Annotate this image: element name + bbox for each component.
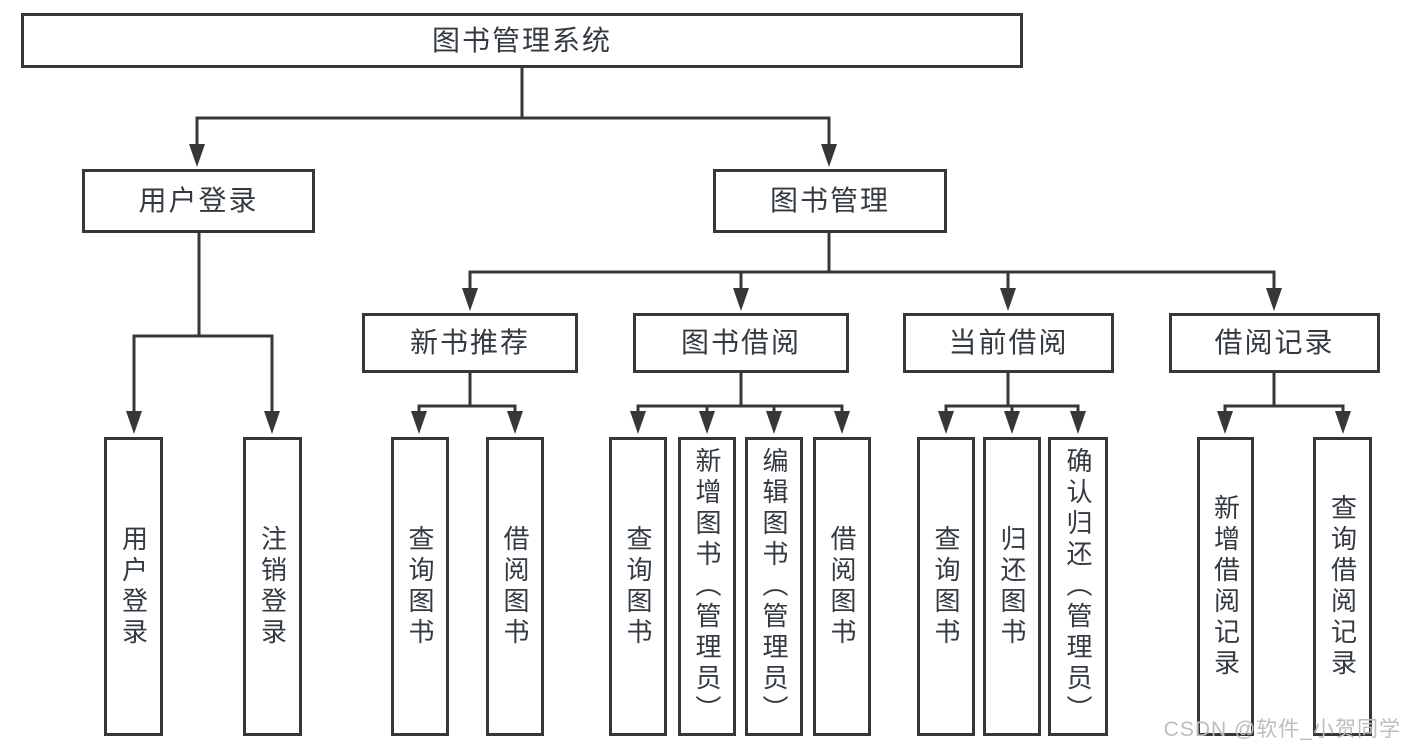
- arrowheads: [126, 144, 1351, 434]
- node-root-label: 图书管理系统: [431, 24, 612, 56]
- leaf-add-book: 新增图书（管理员）: [678, 437, 736, 736]
- node-book-borrow: 图书借阅: [633, 313, 849, 373]
- leaf-borrow-book-label: 借阅图书: [827, 524, 857, 649]
- leaf-confirm-return: 确认归还（管理员）: [1048, 437, 1108, 736]
- leaf-add-book-label: 新增图书（管理员）: [692, 447, 722, 726]
- arrowhead: [1004, 411, 1020, 434]
- node-current-borrow: 当前借阅: [903, 313, 1114, 373]
- leaf-borrow-book-recommend-label: 借阅图书: [500, 524, 530, 649]
- arrowhead: [699, 411, 715, 434]
- arrowhead: [938, 411, 954, 434]
- arrowhead: [462, 288, 478, 311]
- node-book-borrow-label: 图书借阅: [680, 327, 801, 358]
- leaf-logout-label: 注销登录: [257, 524, 288, 649]
- leaf-query-book-current-label: 查询图书: [931, 524, 961, 649]
- arrowhead: [1266, 288, 1282, 311]
- leaf-query-book-borrow-label: 查询图书: [623, 524, 653, 649]
- arrowhead: [630, 411, 646, 434]
- arrowhead: [821, 144, 837, 167]
- node-book-management-label: 图书管理: [769, 185, 890, 216]
- leaf-edit-book: 编辑图书（管理员）: [745, 437, 803, 736]
- arrowhead: [834, 411, 850, 434]
- arrowhead: [507, 411, 523, 434]
- leaf-user-login-label: 用户登录: [118, 524, 149, 649]
- arrowhead: [1070, 411, 1086, 434]
- leaf-add-borrow-record-label: 新增借阅记录: [1210, 493, 1241, 680]
- arrowhead: [1217, 411, 1233, 434]
- leaf-borrow-book: 借阅图书: [813, 437, 871, 736]
- node-current-borrow-label: 当前借阅: [948, 327, 1069, 358]
- node-new-book-recommend: 新书推荐: [362, 313, 578, 373]
- node-book-management: 图书管理: [713, 169, 947, 233]
- arrowhead: [766, 411, 782, 434]
- leaf-query-book-current: 查询图书: [917, 437, 975, 736]
- leaf-edit-book-label: 编辑图书（管理员）: [759, 447, 789, 726]
- leaf-logout: 注销登录: [243, 437, 302, 736]
- leaf-query-book-recommend-label: 查询图书: [405, 524, 435, 649]
- leaf-borrow-book-recommend: 借阅图书: [486, 437, 544, 736]
- arrowhead: [733, 288, 749, 311]
- arrowhead: [189, 144, 205, 167]
- node-user-login: 用户登录: [82, 169, 315, 233]
- node-borrow-records: 借阅记录: [1169, 313, 1380, 373]
- leaf-confirm-return-label: 确认归还（管理员）: [1063, 447, 1093, 726]
- arrowhead: [264, 411, 280, 434]
- arrowhead: [126, 411, 142, 434]
- arrowhead: [1335, 411, 1351, 434]
- leaf-query-book-borrow: 查询图书: [609, 437, 667, 736]
- leaf-return-book: 归还图书: [983, 437, 1041, 736]
- node-root: 图书管理系统: [21, 13, 1023, 68]
- arrowhead: [1000, 288, 1016, 311]
- leaf-query-borrow-record: 查询借阅记录: [1313, 437, 1372, 736]
- leaf-query-borrow-record-label: 查询借阅记录: [1327, 493, 1358, 680]
- node-new-book-recommend-label: 新书推荐: [409, 327, 530, 358]
- node-user-login-label: 用户登录: [138, 185, 259, 216]
- leaf-query-book-recommend: 查询图书: [391, 437, 449, 736]
- arrowhead: [411, 411, 427, 434]
- node-borrow-records-label: 借阅记录: [1214, 327, 1335, 358]
- leaf-return-book-label: 归还图书: [997, 524, 1027, 649]
- leaf-add-borrow-record: 新增借阅记录: [1197, 437, 1254, 736]
- watermark-text: CSDN @软件_小贺同学: [1163, 718, 1401, 741]
- leaf-user-login: 用户登录: [104, 437, 163, 736]
